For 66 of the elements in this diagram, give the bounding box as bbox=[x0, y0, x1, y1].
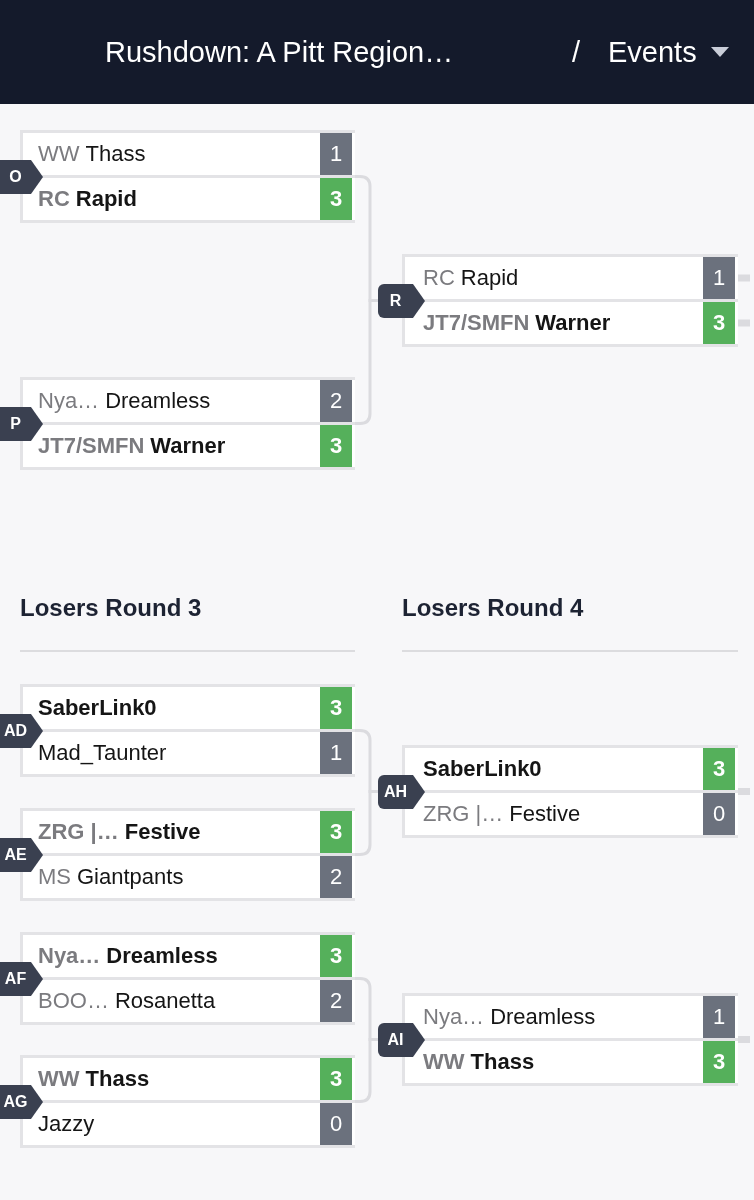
match-card bbox=[378, 745, 738, 838]
player-name: Thass bbox=[470, 1049, 535, 1075]
player-row bbox=[405, 996, 738, 1038]
score-badge: 3 bbox=[320, 811, 352, 853]
score-badge: 0 bbox=[703, 793, 735, 835]
player-name: Giantpants bbox=[77, 864, 184, 890]
match-card bbox=[0, 684, 355, 777]
match-card bbox=[378, 254, 738, 347]
score-badge: 3 bbox=[320, 178, 352, 220]
player-name: Dreamless bbox=[105, 388, 211, 414]
score-badge: 3 bbox=[703, 302, 735, 344]
connector-stub bbox=[738, 1036, 750, 1043]
match-card bbox=[0, 130, 355, 223]
score-badge: 1 bbox=[320, 732, 352, 774]
player-name: Dreamless bbox=[490, 1004, 596, 1030]
sponsor-prefix: JT7/SMFN bbox=[423, 310, 530, 336]
player-row bbox=[405, 302, 738, 344]
match-card bbox=[0, 1055, 355, 1148]
section-heading: Losers Round 3 bbox=[20, 594, 202, 622]
match-card bbox=[0, 932, 355, 1025]
player-name: Festive bbox=[124, 819, 201, 845]
score-badge: 2 bbox=[320, 980, 352, 1022]
score-badge: 2 bbox=[320, 380, 352, 422]
score-badge: 3 bbox=[703, 1041, 735, 1083]
player-name: Warner bbox=[535, 310, 611, 336]
score-badge: 3 bbox=[320, 687, 352, 729]
player-name: Rapid bbox=[75, 186, 137, 212]
player-name: Warner bbox=[150, 433, 226, 459]
player-name: Rapid bbox=[460, 265, 519, 291]
match-card bbox=[378, 993, 738, 1086]
connector-stub bbox=[738, 319, 750, 327]
player-row bbox=[23, 380, 355, 422]
score-badge: 3 bbox=[703, 748, 735, 790]
player-name: Festive bbox=[509, 801, 581, 827]
section-heading: Losers Round 4 bbox=[402, 594, 584, 622]
player-row bbox=[23, 178, 355, 220]
breadcrumb-separator: / bbox=[572, 35, 581, 69]
sponsor-prefix: Nya… bbox=[423, 1004, 485, 1030]
sponsor-prefix: ZRG |… bbox=[423, 801, 504, 827]
score-badge: 3 bbox=[320, 935, 352, 977]
score-badge: 1 bbox=[320, 133, 352, 175]
match-card bbox=[0, 808, 355, 901]
player-name: SaberLink0 bbox=[423, 756, 542, 782]
player-row bbox=[23, 133, 355, 175]
score-badge: 3 bbox=[320, 425, 352, 467]
player-row bbox=[23, 425, 355, 467]
score-badge: 3 bbox=[320, 1058, 352, 1100]
score-badge: 0 bbox=[320, 1103, 352, 1145]
player-name: Dreamless bbox=[106, 943, 218, 969]
player-name: Thass bbox=[85, 1066, 150, 1092]
match-card bbox=[0, 377, 355, 470]
score-badge: 1 bbox=[703, 257, 735, 299]
connector-stub bbox=[738, 274, 750, 282]
connector-stub bbox=[738, 788, 750, 795]
score-badge: 1 bbox=[703, 996, 735, 1038]
events-label: Events bbox=[608, 35, 697, 69]
sponsor-prefix: WW bbox=[423, 1049, 465, 1075]
player-row bbox=[405, 257, 738, 299]
player-name: Rosanetta bbox=[114, 988, 216, 1014]
event-title: Rushdown: A Pitt Region… bbox=[105, 35, 454, 69]
player-row bbox=[405, 748, 738, 790]
player-row bbox=[405, 793, 738, 835]
score-badge: 2 bbox=[320, 856, 352, 898]
sponsor-prefix: RC bbox=[423, 265, 455, 291]
player-name: Thass bbox=[85, 141, 146, 167]
player-row bbox=[405, 1041, 738, 1083]
